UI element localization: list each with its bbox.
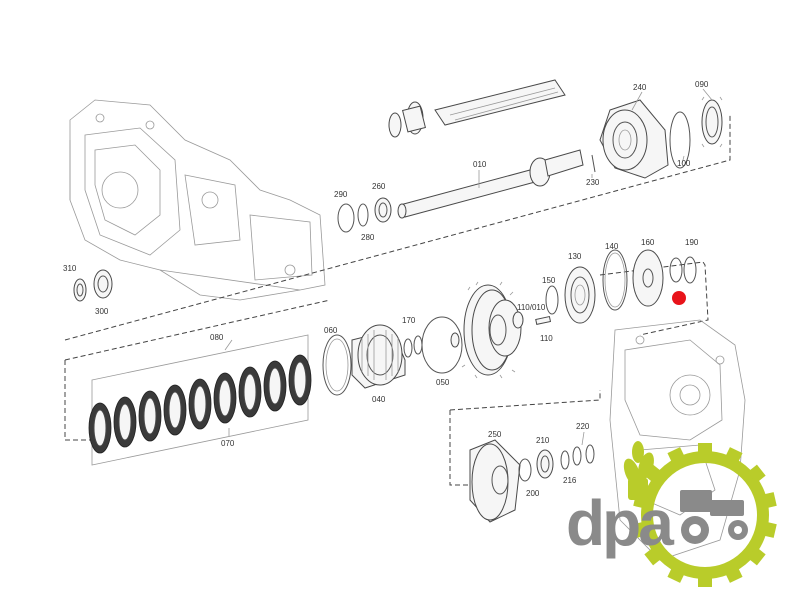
gear-tooth [724,447,743,464]
label-310: 310 [63,264,77,273]
label-150: 150 [542,276,556,285]
label-040: 040 [372,395,386,404]
label-260: 260 [372,182,386,191]
upper-shaft-assembly [337,79,723,233]
gear-tooth [761,492,777,509]
label-080: 080 [210,333,224,342]
label-160: 160 [641,238,655,247]
gear-tooth [667,566,686,583]
label-110: 110 [540,334,553,343]
bearing-310-300 [73,269,113,302]
assembly-dashed-lines [64,115,731,486]
label-010: 010 [473,160,487,169]
part-labels: 010 040 050 060 070 080 090 100 110 110/… [63,80,709,498]
lower-row-parts [469,439,595,523]
label-200: 200 [526,489,540,498]
middle-row-parts [322,249,697,396]
gear-tooth [667,447,686,464]
label-130: 130 [568,252,582,261]
label-070: 070 [221,439,235,448]
highlight-marker [672,291,686,305]
label-090: 090 [695,80,709,89]
gear-tooth [724,566,743,583]
label-240: 240 [633,83,647,92]
leader-lines [224,88,713,446]
dpa-logo: dpa [566,441,777,587]
gear-tooth [633,492,649,509]
gear-tooth [761,521,777,538]
label-300: 300 [95,307,109,316]
label-060: 060 [324,326,338,335]
label-280: 280 [361,233,375,242]
transmission-housing-top [69,99,326,301]
gear-tooth [747,464,766,484]
label-050: 050 [436,378,450,387]
label-290: 290 [334,190,348,199]
label-190: 190 [685,238,699,247]
gear-tooth [644,464,663,484]
label-170: 170 [402,316,416,325]
label-210: 210 [536,436,550,445]
label-216: 216 [563,476,577,485]
gear-tooth [698,575,712,587]
gear-tooth [633,521,649,538]
gear-tooth [698,443,712,455]
gear-tooth [747,546,766,566]
gear-tooth [644,546,663,566]
label-220: 220 [576,422,590,431]
label-100: 100 [677,159,691,168]
label-250: 250 [488,430,502,439]
label-140: 140 [605,242,619,251]
logo-text: dpa [566,487,674,559]
clutch-plate-pack [88,334,312,466]
label-110-010: 110/010 [517,303,546,312]
label-230: 230 [586,178,600,187]
tractor-gear-icon [633,443,777,587]
